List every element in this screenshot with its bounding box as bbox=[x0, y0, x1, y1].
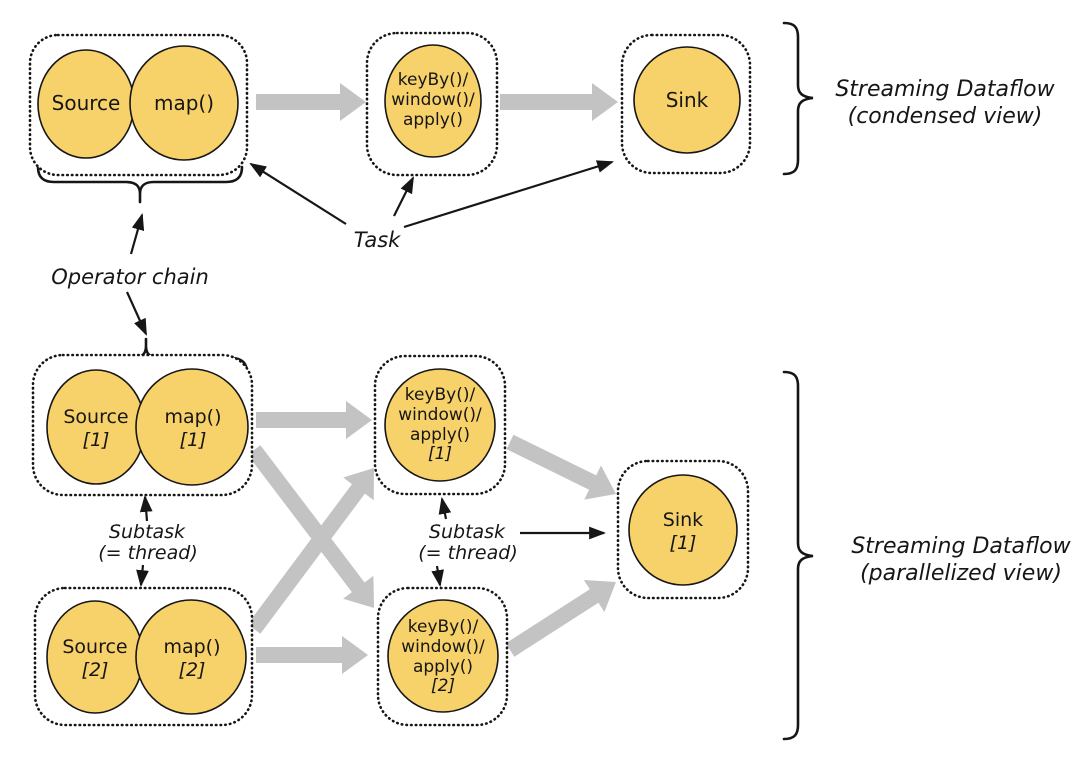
label-source-2: Source bbox=[62, 636, 127, 658]
condensed-view-caption-line2: (condensed view) bbox=[848, 104, 1043, 129]
flow-source-map-to-keyby bbox=[256, 83, 366, 121]
operator-keyby-condensed bbox=[384, 44, 482, 158]
label-map-1: map() bbox=[164, 406, 221, 428]
operator-map-condensed bbox=[129, 45, 239, 161]
label-source-1-index: [1] bbox=[83, 429, 110, 451]
operator-sink-condensed bbox=[633, 46, 741, 154]
subtask-middle-arrow-down bbox=[431, 565, 444, 588]
label-map-condensed: map() bbox=[154, 91, 214, 115]
parallelized-view-caption-line2: (parallelized view) bbox=[860, 561, 1062, 586]
label-keyby-1-line1: keyBy()/ bbox=[405, 385, 476, 405]
label-source-condensed: Source bbox=[52, 91, 121, 115]
task-arrow-to-keyby bbox=[393, 176, 414, 217]
flow-sourcemap1-to-keyby2 bbox=[247, 445, 374, 608]
label-keyby-2-line1: keyBy()/ bbox=[408, 617, 479, 637]
label-keyby-1-line3: apply() bbox=[410, 425, 470, 445]
subtask-left-arrow-down bbox=[136, 564, 149, 588]
flow-sourcemap2-to-keyby2 bbox=[256, 636, 368, 674]
label-keyby-condensed-line2: window()/ bbox=[391, 90, 475, 110]
parallelized-view-brace bbox=[782, 370, 814, 741]
condensed-view-caption-line1: Streaming Dataflow bbox=[835, 77, 1055, 102]
subtask-middle-label: Subtask bbox=[429, 521, 506, 543]
condensed-view-brace bbox=[782, 21, 814, 176]
operator-keyby-2 bbox=[387, 599, 499, 713]
label-keyby-2-line3: apply() bbox=[413, 657, 473, 677]
label-map-2-index: [2] bbox=[179, 659, 206, 681]
label-keyby-2-index: [2] bbox=[431, 676, 455, 696]
label-source-1: Source bbox=[63, 406, 128, 428]
flow-arrows bbox=[247, 83, 618, 674]
label-keyby-2-line2: window()/ bbox=[401, 637, 485, 657]
task-arrow-to-sink bbox=[403, 160, 615, 229]
operator-chain-brace-top bbox=[36, 165, 244, 204]
flow-keyby-to-sink bbox=[500, 83, 618, 121]
label-keyby-1-index: [1] bbox=[428, 444, 452, 464]
subtask-middle-arrow-up bbox=[438, 496, 452, 520]
label-map-2: map() bbox=[163, 636, 220, 658]
subtask-middle-sublabel: (= thread) bbox=[418, 542, 517, 564]
operator-map-2 bbox=[135, 599, 247, 715]
flow-keyby1-to-sink1 bbox=[506, 434, 616, 500]
task-label: Task bbox=[354, 228, 401, 252]
label-sink-condensed: Sink bbox=[666, 88, 709, 112]
subtask-left-sublabel: (= thread) bbox=[98, 542, 197, 564]
flow-sourcemap2-to-keyby1 bbox=[247, 468, 374, 634]
operator-chain-arrow-up bbox=[129, 212, 145, 255]
operator-keyby-1 bbox=[384, 368, 496, 482]
label-sink-1: Sink bbox=[663, 509, 703, 531]
flow-keyby2-to-sink1 bbox=[505, 580, 616, 657]
label-sink-1-index: [1] bbox=[670, 532, 697, 554]
operator-chain-arrow-down bbox=[125, 291, 148, 336]
label-keyby-condensed-line1: keyBy()/ bbox=[398, 70, 469, 90]
subtask-left-arrow-up bbox=[139, 494, 153, 522]
operator-sink-1 bbox=[628, 474, 738, 586]
task-arrow-to-chain bbox=[249, 162, 347, 225]
parallelized-view-caption-line1: Streaming Dataflow bbox=[851, 534, 1071, 559]
operator-chain-label: Operator chain bbox=[51, 265, 209, 289]
label-source-2-index: [2] bbox=[82, 659, 109, 681]
label-keyby-condensed-line3: apply() bbox=[403, 110, 463, 130]
subtask-left-label: Subtask bbox=[109, 521, 186, 543]
operator-map-1 bbox=[135, 368, 249, 486]
label-map-1-index: [1] bbox=[180, 429, 207, 451]
flow-sourcemap1-to-keyby1 bbox=[256, 401, 372, 439]
label-keyby-1-line2: window()/ bbox=[398, 405, 482, 425]
